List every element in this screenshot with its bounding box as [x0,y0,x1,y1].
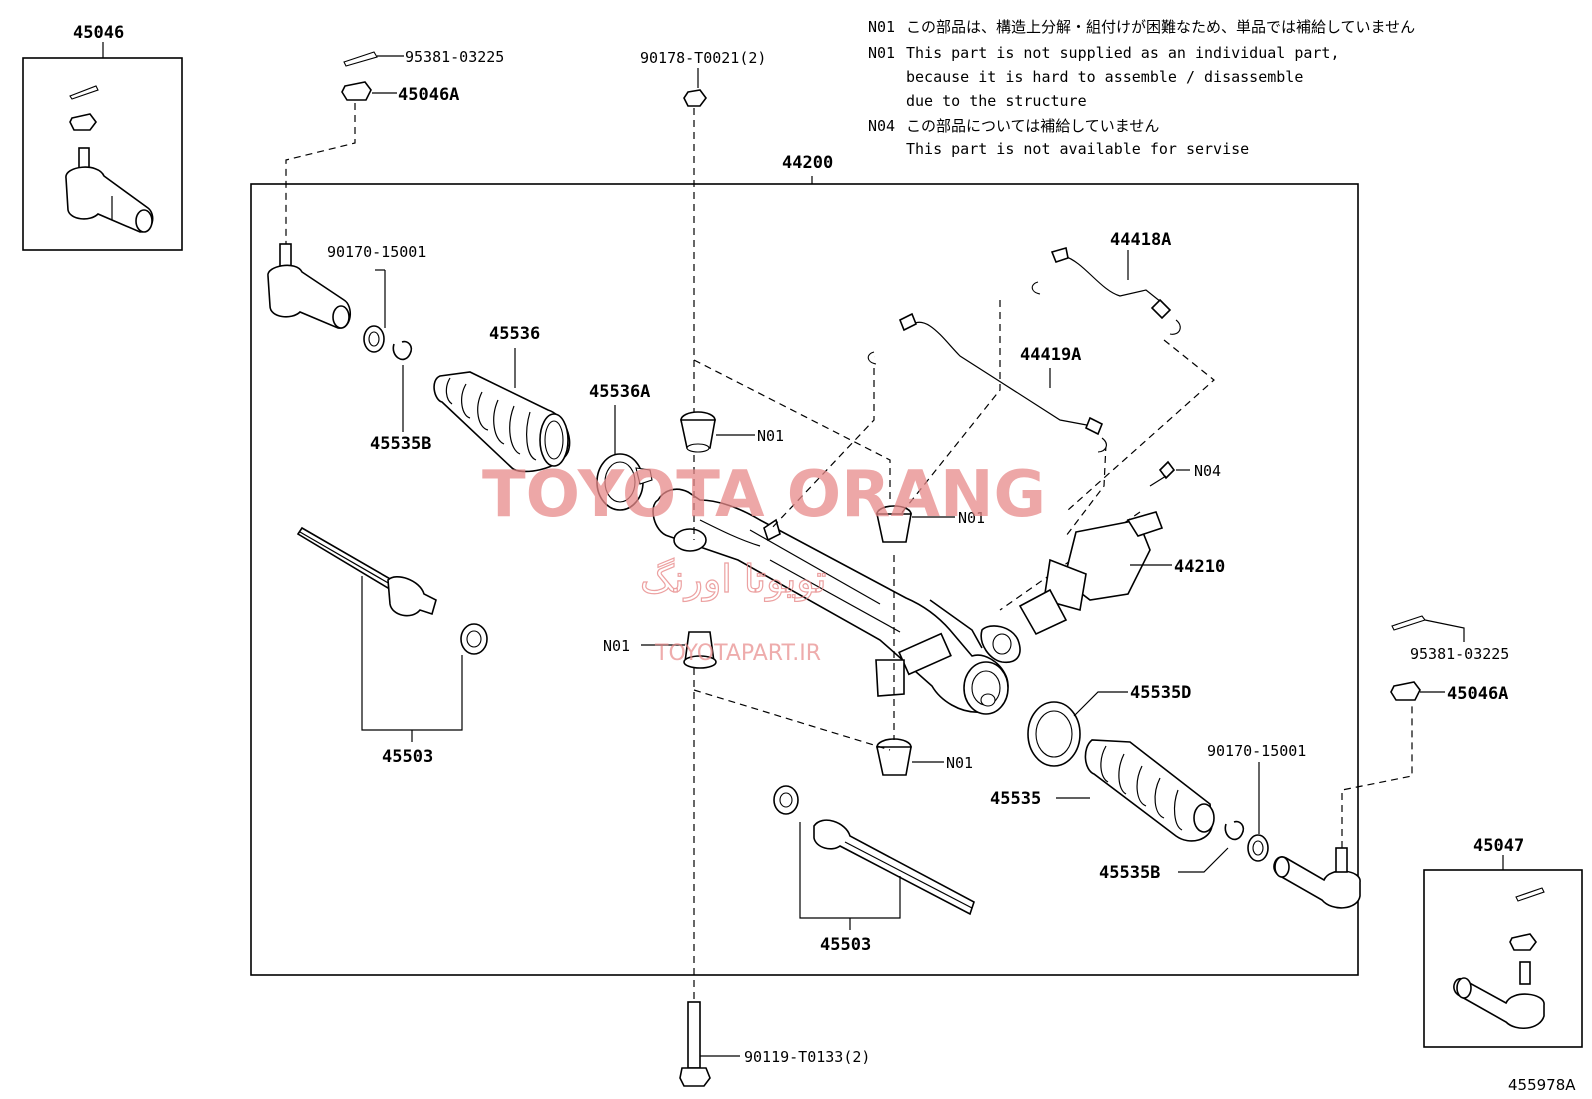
bushings-n01: N01 N01 N01 N01 [603,411,985,776]
castle-nut-right [1390,681,1421,701]
bolt-90178 [683,89,707,107]
note-n01-code-en: N01 [868,44,895,62]
label-n04: N04 [1194,462,1221,480]
watermark: TOYOTA ORANG تویوتا اورنگ TOYOTAPART.IR [482,458,1046,666]
boot-45536: 45536 [433,324,571,473]
castle-nut-left [341,81,372,101]
note-n01-code: N01 [868,18,895,36]
rack-housing [652,488,1021,715]
cotter-pin-right [1391,615,1426,631]
label-44200: 44200 [782,153,833,173]
label-44419a: 44419A [1020,345,1081,365]
watermark-brand: TOYOTA ORANG [482,458,1046,532]
note-n04-code: N04 [868,117,895,135]
label-45536: 45536 [489,324,540,344]
inner-tie-rod-left: 45503 [296,526,488,767]
label-n01-mid: N01 [958,509,985,527]
reference-code: 455978A [1508,1076,1576,1094]
inner-tie-rod-right: 45503 [773,785,975,955]
inset-45047: 45047 [1423,836,1583,1048]
note-n01-en-1: This part is not supplied as an individu… [906,44,1339,62]
label-45503-left: 45503 [382,747,433,767]
label-45046: 45046 [73,23,124,43]
clamp-45535b-left [392,340,413,361]
label-n01-left: N01 [603,637,630,655]
clamp-45535d: 45535D [1027,683,1191,767]
label-45535b-left: 45535B [370,434,431,454]
label-45046a-left: 45046A [398,85,459,105]
watermark-persian: تویوتا اورنگ [640,557,827,602]
label-90178: 90178-T0021(2) [640,49,766,67]
note-n01-jp: この部品は、構造上分解・組付けが困難なため、単品では補給していません [906,18,1415,36]
label-45535: 45535 [990,789,1041,809]
label-95381-right: 95381-03225 [1410,645,1509,663]
label-90170-left: 90170-15001 [327,243,426,261]
label-90170-right: 90170-15001 [1207,742,1306,760]
label-44210: 44210 [1174,557,1225,577]
pipes: 44418A 44419A [867,230,1181,453]
note-n04-jp: この部品については補給していません [906,117,1159,135]
label-90119: 90119-T0133(2) [744,1048,870,1066]
label-n01-top: N01 [757,427,784,445]
assembly-frame-44200 [250,183,1359,976]
notes-block: N01 この部品は、構造上分解・組付けが困難なため、単品では補給していません N… [868,18,1415,158]
clamp-45535b-right [1224,820,1245,841]
label-44418a: 44418A [1110,230,1171,250]
bolt-n04 [1158,460,1176,480]
watermark-url: TOYOTAPART.IR [654,641,821,666]
label-45535b-right: 45535B [1099,863,1160,883]
label-45535d: 45535D [1130,683,1191,703]
cotter-pin-left [343,51,378,67]
inset-45046: 45046 [22,23,183,251]
label-45047: 45047 [1473,836,1524,856]
label-45503-right: 45503 [820,935,871,955]
boot-45535: 45535 [990,739,1215,842]
label-45046a-right: 45046A [1447,684,1508,704]
label-45536a: 45536A [589,382,650,402]
control-valve-44210: N04 44210 [1018,460,1225,636]
left-upper-parts: 95381-03225 45046A 90170-15001 45535B [267,48,504,454]
bolt-90119 [687,1001,701,1069]
note-n01-en-3: due to the structure [906,92,1087,110]
note-n04-en: This part is not available for servise [906,140,1249,158]
note-n01-en-2: because it is hard to assemble / disasse… [906,68,1303,86]
bolts: 90178-T0021(2) 90119-T0133(2) [640,49,870,1087]
clamp-45536a: 45536A [589,382,653,511]
right-small-parts: 45535B 90170-15001 45046A 95381-03225 [1099,615,1509,909]
label-95381-left: 95381-03225 [405,48,504,66]
label-n01-bottom: N01 [946,754,973,772]
